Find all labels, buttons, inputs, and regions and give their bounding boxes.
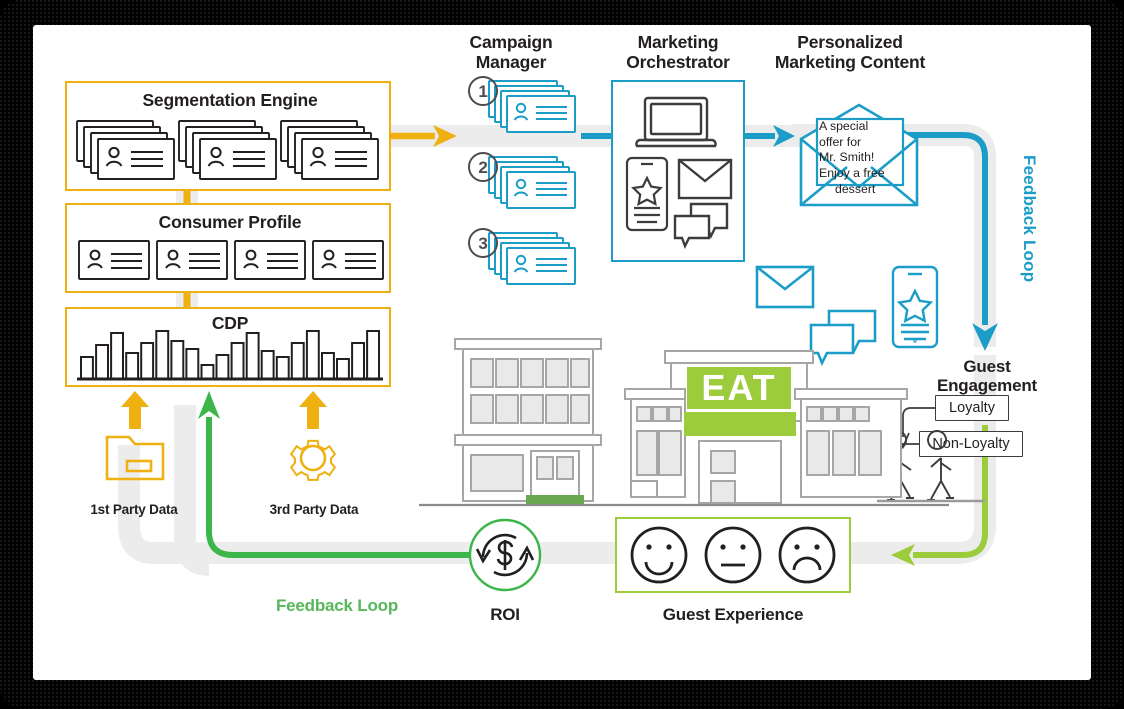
- envelope-icon: [677, 158, 733, 200]
- consumer-profile-cards: [78, 240, 384, 280]
- segmentation-engine-box: Segmentation Engine: [65, 81, 391, 191]
- guest-engagement-text: Guest Engagement: [936, 357, 1038, 396]
- orchestrator-channel-icons: [625, 96, 733, 249]
- non-loyalty-badge[interactable]: Non-Loyalty: [919, 431, 1023, 457]
- third-party-data-label: 3rd Party Data: [269, 502, 359, 517]
- personalized-content-label: Personalized Marketing Content: [774, 32, 926, 72]
- sad-face-icon: [778, 526, 836, 584]
- consumer-profile-box: Consumer Profile: [65, 203, 391, 293]
- mobile-star-icon: [891, 265, 939, 349]
- letter-line-3: Mr. Smith!: [819, 150, 875, 165]
- mobile-star-icon: [625, 156, 669, 232]
- campaign-manager-stacks: [468, 76, 576, 285]
- neutral-face-icon: [704, 526, 762, 584]
- campaign-manager-label: Campaign Manager: [469, 32, 553, 72]
- diagram-canvas: Segmentation Engine: [33, 25, 1091, 680]
- campaign-number-1: 1: [478, 82, 488, 101]
- campaign-number-2: 2: [478, 158, 488, 177]
- storefront-buildings: EAT: [419, 338, 949, 507]
- consumer-profile-label: Consumer Profile: [158, 212, 302, 232]
- cdp-box: CDP: [65, 307, 391, 387]
- eat-sign-text: EAT: [701, 367, 776, 408]
- guest-engagement-label: Guest Engagement: [921, 357, 1053, 395]
- segmentation-engine-label: Segmentation Engine: [142, 90, 318, 110]
- letter-line-2: offer for: [819, 134, 862, 149]
- guest-experience-label: Guest Experience: [662, 605, 804, 624]
- letter-line-1: A special: [819, 119, 869, 133]
- chat-bubbles-icon: [673, 202, 729, 249]
- roi-dollar-cycle-icon: [475, 533, 535, 577]
- guest-experience-box: [615, 517, 851, 593]
- cdp-bar-chart: [77, 330, 383, 381]
- non-loyalty-label: Non-Loyalty: [932, 436, 1010, 452]
- chat-bubbles-icon: [809, 309, 877, 367]
- data-source-icons: [105, 391, 337, 481]
- loyalty-label: Loyalty: [949, 400, 995, 416]
- envelope-icon: [755, 265, 815, 309]
- marketing-orchestrator-label: Marketing Orchestrator: [626, 32, 730, 72]
- letter-line-5: dessert: [835, 181, 876, 196]
- personalized-content-envelope: [799, 103, 919, 207]
- feedback-loop-bottom-label: Feedback Loop: [275, 596, 399, 615]
- personalized-letter-text: A special offer for Mr. Smith! Enjoy a f…: [819, 119, 903, 198]
- letter-line-4: Enjoy a free: [819, 166, 885, 181]
- roi-label: ROI: [490, 605, 520, 624]
- laptop-icon: [635, 96, 717, 148]
- roi-icon: [468, 518, 542, 592]
- campaign-number-3: 3: [478, 234, 488, 253]
- first-party-data-label: 1st Party Data: [90, 502, 178, 517]
- happy-face-icon: [630, 526, 688, 584]
- marketing-orchestrator-box: [611, 80, 745, 262]
- segmentation-card-stacks: [76, 120, 379, 180]
- cdp-label: CDP: [211, 313, 249, 333]
- engagement-channel-icons: [755, 265, 939, 367]
- guest-experience-faces: [630, 526, 836, 584]
- feedback-loop-right-label: Feedback Loop: [1020, 155, 1039, 283]
- loyalty-badge[interactable]: Loyalty: [935, 395, 1009, 421]
